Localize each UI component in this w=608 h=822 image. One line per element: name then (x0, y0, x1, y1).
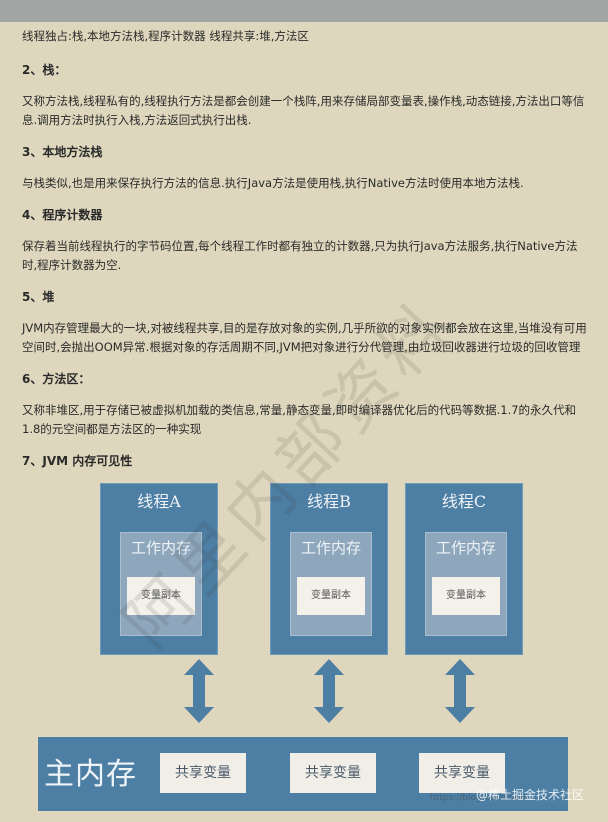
thread-a-box: 线程A 工作内存 变量副本 (100, 483, 218, 655)
variable-copy: 变量副本 (432, 577, 500, 615)
section-heading: 6、方法区： (22, 372, 91, 386)
main-memory-box: 主内存 共享变量 共享变量 共享变量 (38, 737, 568, 811)
document-body: 线程独占:栈,本地方法栈,程序计数器 线程共享:堆,方法区 2、栈： 又称方法栈… (22, 22, 592, 471)
variable-copy: 变量副本 (127, 577, 195, 615)
section-paragraph: 又称方法栈,线程私有的,线程执行方法是都会创建一个栈阵,用来存储局部变量表,操作… (22, 94, 585, 127)
variable-copy: 变量副本 (297, 577, 365, 615)
working-memory-box: 工作内存 变量副本 (425, 532, 507, 636)
shared-variable: 共享变量 (419, 753, 505, 793)
section-paragraph: 与栈类似,也是用来保存执行方法的信息.执行Java方法是使用栈,执行Native… (22, 176, 524, 190)
thread-label: 线程C (441, 492, 487, 511)
section-paragraph: 又称非堆区,用于存储已被虚拟机加载的类信息,常量,静态变量,即时编译器优化后的代… (22, 403, 577, 436)
section-heading: 4、程序计数器 (22, 208, 103, 222)
thread-label: 线程B (307, 492, 351, 511)
working-memory-label: 工作内存 (300, 539, 361, 557)
shared-variable: 共享变量 (290, 753, 376, 793)
double-arrow-icon (314, 659, 344, 723)
thread-label: 线程A (137, 492, 181, 511)
section-paragraph: JVM内存管理最大的一块,对被线程共享,目的是存放对象的实例,几乎所欲的对象实例… (22, 321, 587, 354)
memory-visibility-diagram: 线程A 工作内存 变量副本 线程B 工作内存 变量副本 线程C 工作内存 变量副… (38, 483, 568, 813)
section-paragraph: 保存着当前线程执行的字节码位置,每个线程工作时都有独立的计数器,只为执行Java… (22, 239, 578, 272)
source-credit: https://blog.csdn.net/... (430, 793, 535, 803)
main-memory-label: 主内存 (44, 757, 137, 792)
working-memory-box: 工作内存 变量副本 (290, 532, 372, 636)
working-memory-label: 工作内存 (435, 539, 496, 557)
working-memory-box: 工作内存 变量副本 (120, 532, 202, 636)
section-heading: 5、堆 (22, 290, 55, 304)
section-heading: 2、栈： (22, 63, 67, 77)
double-arrow-icon (184, 659, 214, 723)
top-bar (0, 0, 608, 22)
section-heading: 7、JVM 内存可见性 (22, 454, 133, 468)
working-memory-label: 工作内存 (130, 539, 191, 557)
intro-text: 线程独占:栈,本地方法栈,程序计数器 线程共享:堆,方法区 (22, 29, 309, 43)
double-arrow-icon (445, 659, 475, 723)
thread-b-box: 线程B 工作内存 变量副本 (270, 483, 388, 655)
section-heading: 3、本地方法栈 (22, 145, 103, 159)
site-credit: @稀土掘金技术社区 (476, 788, 585, 802)
shared-variable: 共享变量 (160, 753, 246, 793)
thread-c-box: 线程C 工作内存 变量副本 (405, 483, 523, 655)
